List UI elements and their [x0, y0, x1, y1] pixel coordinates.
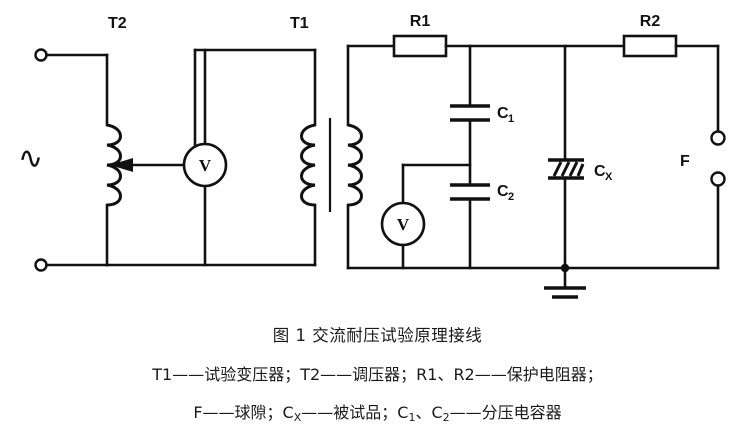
legend-cx-subscript: X — [293, 410, 302, 424]
voltmeter-lv-icon — [182, 142, 228, 188]
input-terminal-bottom-icon — [34, 258, 48, 272]
spark-gap-electrode-bottom-icon — [710, 171, 726, 187]
legend-divider-text: ——分压电容器 — [449, 402, 562, 422]
t2-group: T2 — [105, 15, 197, 267]
spark-gap-group: F — [680, 44, 726, 270]
t1-label: T1 — [290, 15, 309, 32]
r1-label: R1 — [410, 13, 431, 30]
legend-specimen-text: ——被试品；C — [301, 402, 409, 422]
t2-tap-arrow-icon — [110, 158, 133, 172]
legend-sep-text: 、C — [415, 402, 443, 422]
legend-c2-subscript: 2 — [442, 410, 450, 424]
spark-gap-electrode-top-icon — [710, 130, 726, 146]
figure-caption-block: 图 1 交流耐压试验原理接线 T1——试验变压器；T2——调压器；R1、R2——… — [0, 312, 755, 425]
c2-label-sub: 2 — [508, 191, 514, 203]
cx-label-sub: X — [605, 171, 613, 183]
figure-caption-title: 图 1 交流耐压试验原理接线 — [272, 326, 483, 345]
input-terminal-top-icon — [34, 48, 48, 62]
voltmeter-hv-group: V — [380, 201, 426, 270]
t2-coil-icon — [106, 123, 122, 207]
divider-group: C 1 C 2 — [401, 44, 514, 270]
legend-c1-subscript: 1 — [408, 410, 416, 424]
t1-secondary-coil-icon — [347, 123, 363, 207]
t2-label: T2 — [108, 15, 127, 32]
ground-group — [346, 263, 720, 299]
f-label: F — [680, 153, 690, 170]
t1-group: T1 — [290, 15, 363, 270]
cx-hatch-icon — [552, 161, 585, 177]
r2-body-icon — [622, 34, 678, 58]
voltmeter-lv-group: V — [182, 48, 228, 267]
c2-label: C — [497, 183, 509, 200]
r1-body-icon — [392, 34, 448, 58]
legend-f-text: F——球隙；C — [193, 402, 294, 422]
hv-top-rail-group: R1 R2 — [346, 13, 720, 58]
legend-line-1-text: T1——试验变压器；T2——调压器；R1、R2——保护电阻器； — [152, 364, 603, 384]
ac-source-group: ∿ — [18, 48, 109, 272]
figure-legend-line-1: T1——试验变压器；T2——调压器；R1、R2——保护电阻器； — [0, 363, 755, 387]
voltmeter-hv-letter: V — [397, 215, 410, 234]
cx-group: C X — [548, 44, 613, 270]
t1-primary-coil-icon — [300, 123, 316, 207]
c1-label-sub: 1 — [508, 113, 514, 125]
ac-source-icon: ∿ — [18, 141, 43, 176]
r2-label: R2 — [640, 13, 661, 30]
figure-legend-line-2: F——球隙；CX——被试品；C1、C2——分压电容器 — [0, 401, 755, 425]
c1-label: C — [497, 105, 509, 122]
circuit-diagram: ∿ T2 V — [18, 13, 726, 299]
voltmeter-lv-letter: V — [199, 156, 212, 175]
cx-label: C — [594, 163, 606, 180]
